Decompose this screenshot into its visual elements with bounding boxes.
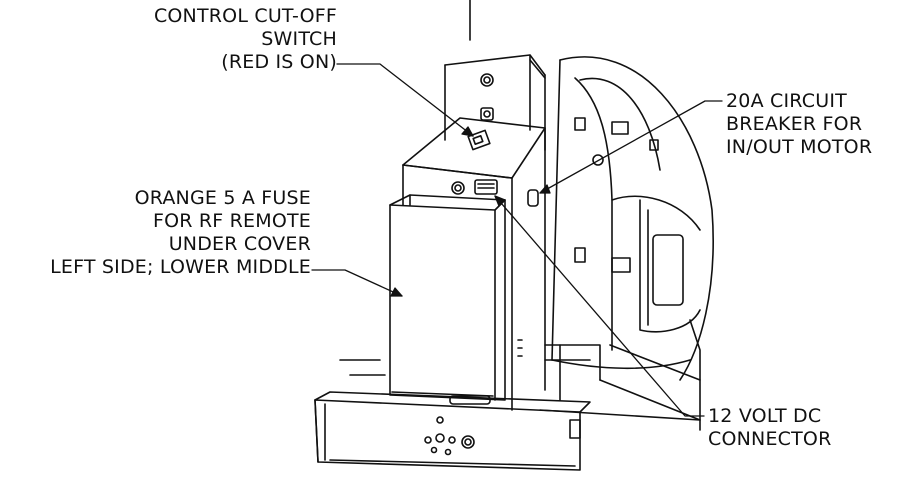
callout-fuse-line-3: UNDER COVER <box>168 233 311 255</box>
dc-leader <box>494 195 705 417</box>
callout-circuit-breaker-line-3: IN/OUT MOTOR <box>726 136 873 158</box>
callout-fuse-line-4: LEFT SIDE; LOWER MIDDLE <box>50 256 311 278</box>
callout-control-switch-line-2: SWITCH <box>261 28 337 50</box>
control-box <box>402 117 546 411</box>
callout-dc-connector: 12 VOLT DC CONNECTOR <box>708 405 831 451</box>
fuse-leader <box>311 269 403 297</box>
callout-circuit-breaker: 20A CIRCUIT BREAKER FOR IN/OUT MOTOR <box>726 90 872 159</box>
switch-arrowhead <box>461 126 474 137</box>
motor-housing <box>551 56 714 381</box>
breaker-arrowhead <box>539 184 551 194</box>
leader-lines <box>311 63 723 417</box>
switch-leader <box>336 63 474 137</box>
dc-arrowhead <box>494 195 506 207</box>
callout-fuse-line-2: FOR RF REMOTE <box>152 210 311 232</box>
callout-fuse-line-1: ORANGE 5 A FUSE <box>134 187 311 209</box>
callout-control-switch-line-3: (RED IS ON) <box>221 51 337 73</box>
front-tray <box>314 391 591 471</box>
fuse-cover <box>389 194 506 401</box>
callout-dc-connector-line-2: CONNECTOR <box>708 428 832 450</box>
callout-control-switch: CONTROL CUT-OFF SWITCH (RED IS ON) <box>154 5 337 74</box>
breaker-leader <box>539 100 723 194</box>
callout-fuse: ORANGE 5 A FUSE FOR RF REMOTE UNDER COVE… <box>50 187 311 279</box>
base-frame <box>339 319 701 431</box>
callout-dc-connector-line-1: 12 VOLT DC <box>708 405 822 427</box>
back-column <box>444 0 546 151</box>
callout-circuit-breaker-line-1: 20A CIRCUIT <box>726 90 847 112</box>
callout-circuit-breaker-line-2: BREAKER FOR <box>726 113 863 135</box>
fuse-arrowhead <box>390 287 403 297</box>
callout-control-switch-line-1: CONTROL CUT-OFF <box>153 5 337 27</box>
